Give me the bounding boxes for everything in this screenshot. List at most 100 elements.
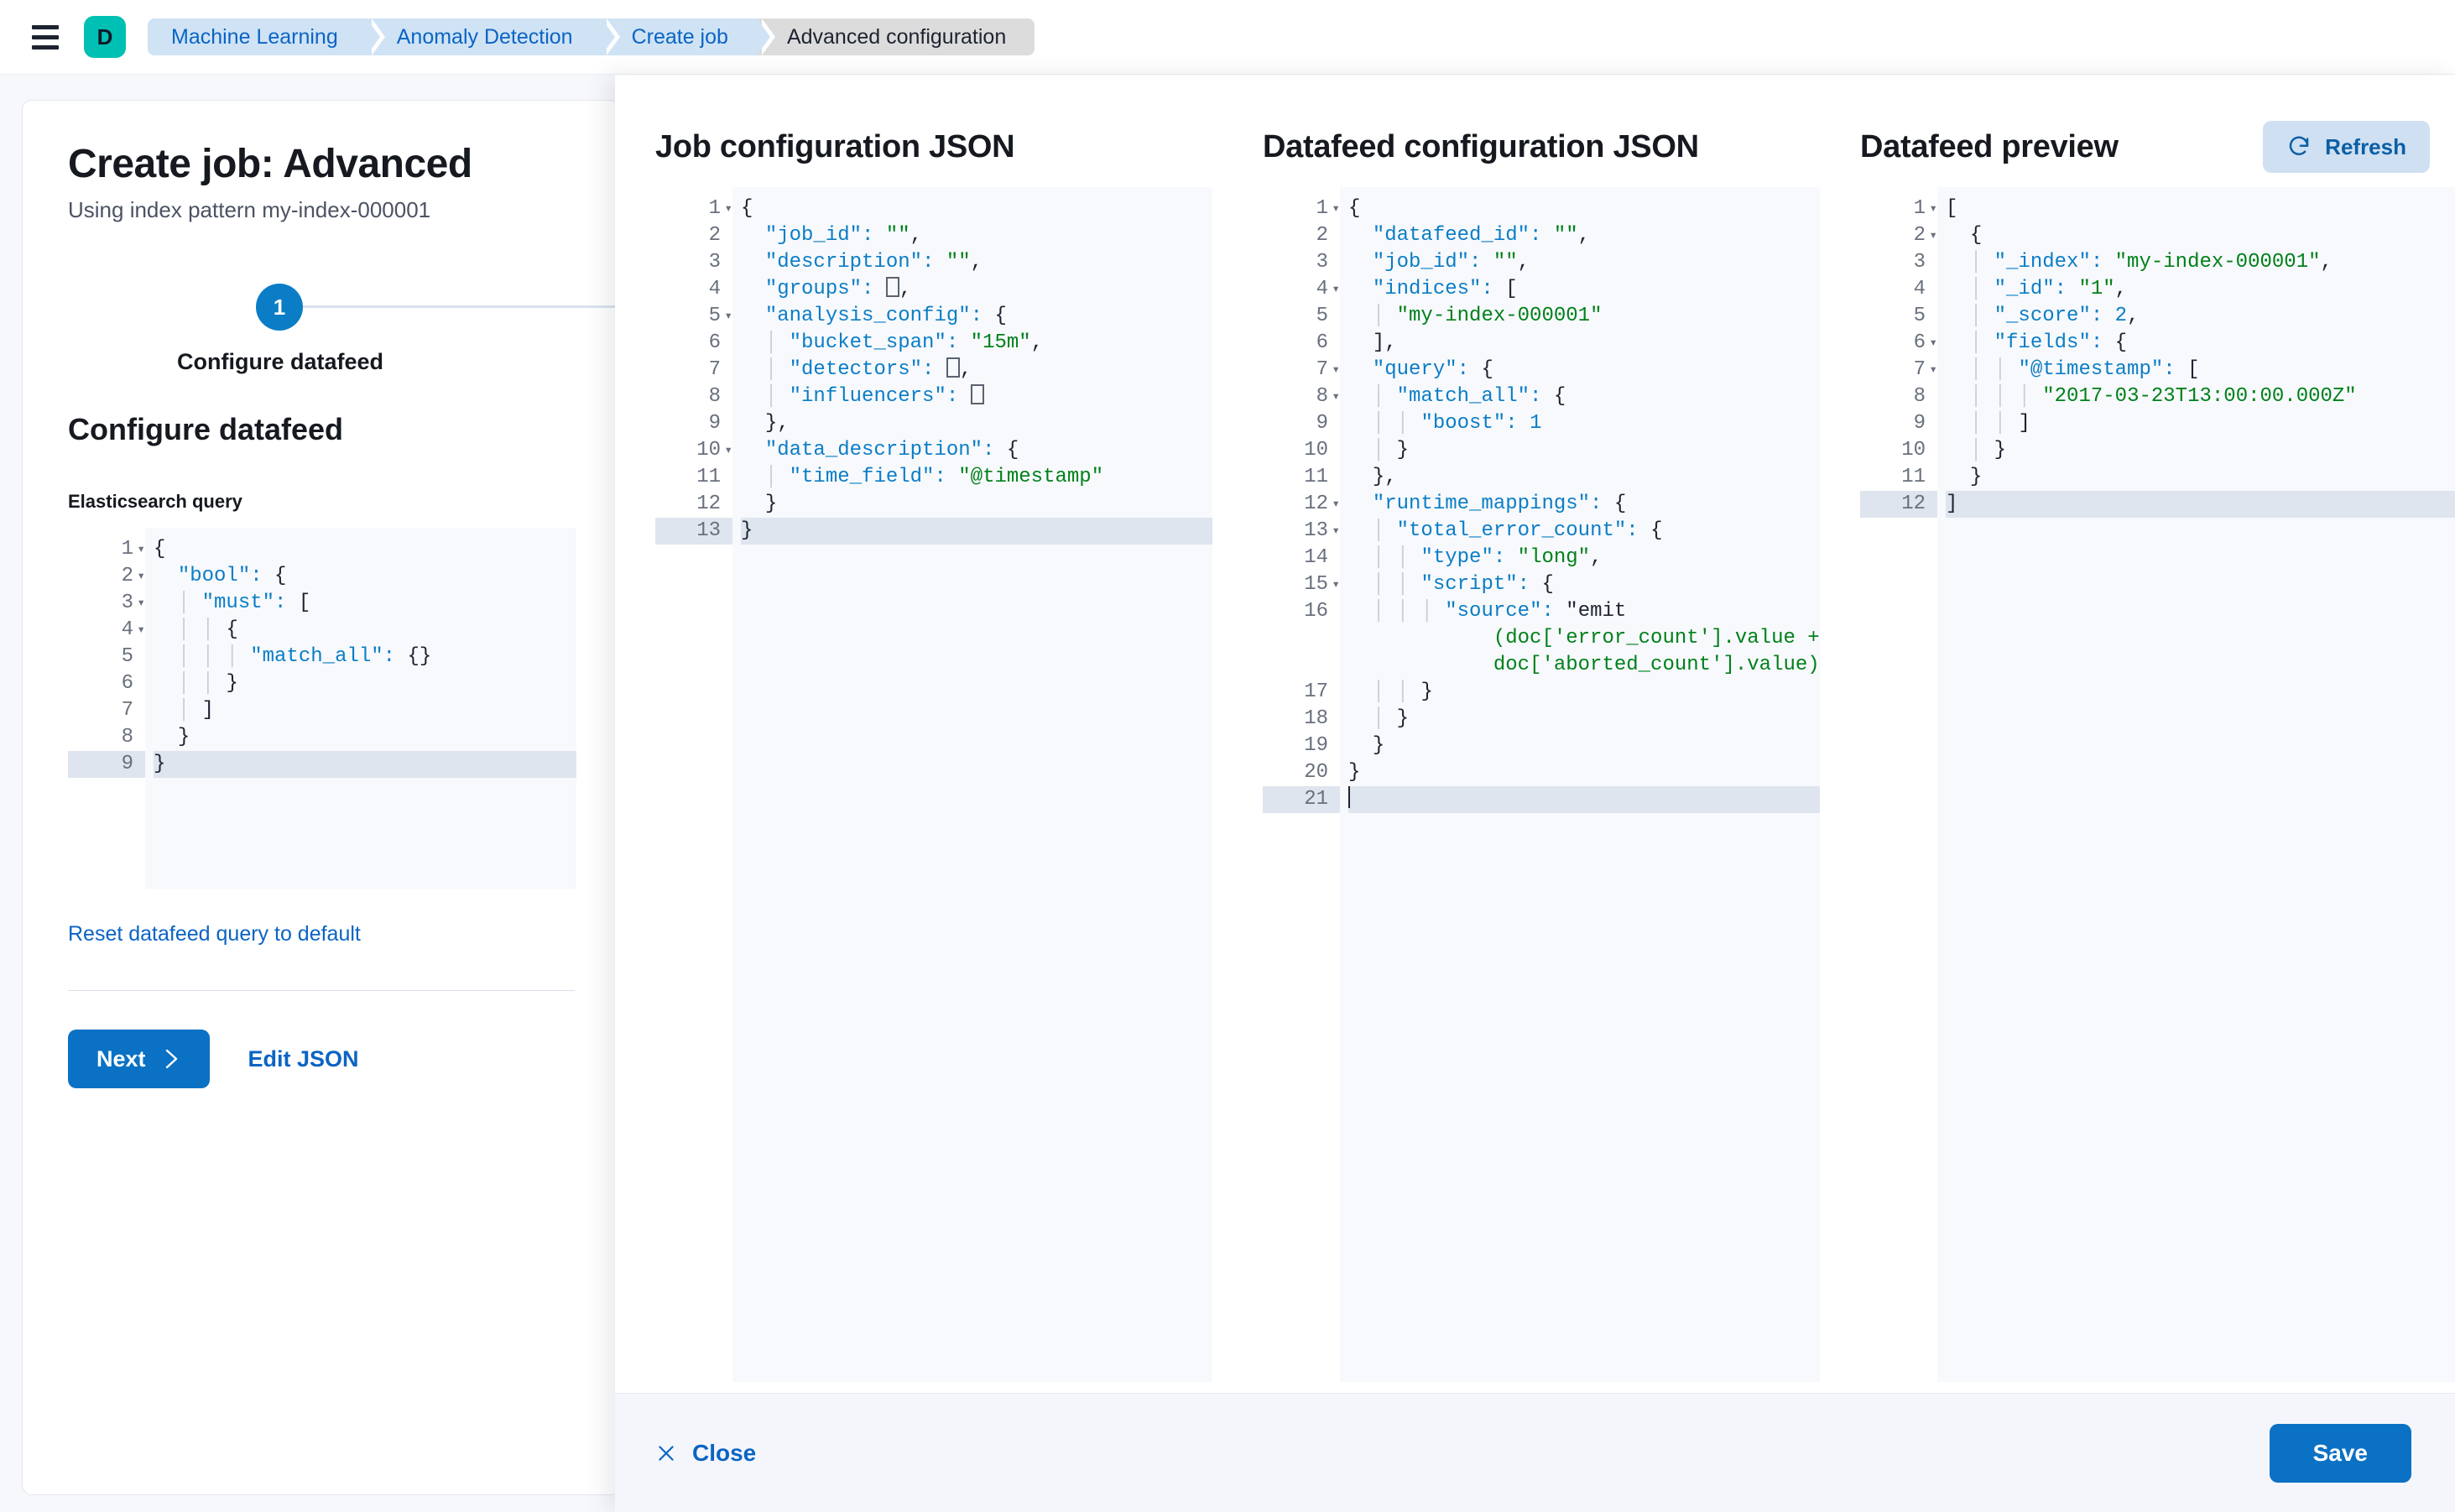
code-line[interactable]: }, [1372,466,1397,488]
code-line[interactable] [1348,786,1820,813]
code-line[interactable]: │ "_index": "my-index-000001", [1969,251,2333,274]
code-line[interactable]: } [177,726,190,748]
code-line[interactable]: │ "_score": 2, [1969,305,2140,327]
code-line[interactable]: │ } [1372,439,1410,461]
code-line[interactable]: │ ] [177,699,215,722]
code-line[interactable]: │ "my-index-000001" [1372,305,1603,327]
code-line[interactable]: "job_id": "", [1372,251,1530,274]
editor-code[interactable]: { "bool": { │ "must": [ │ │ { │ │ │ "mat… [145,528,576,889]
code-line[interactable]: "indices": [ [1372,278,1518,300]
page-title: Create job: Advanced [68,142,472,186]
code-line[interactable]: │ │ "boost": 1 [1372,412,1542,435]
code-line[interactable]: │ │ "script": { [1372,573,1554,596]
hamburger-icon[interactable] [27,18,64,55]
line-number: 7 [708,358,721,381]
save-button[interactable]: Save [2269,1423,2411,1483]
line-number: 8▾ [1316,385,1340,408]
code-line[interactable]: │ "must": [ [177,592,311,614]
next-button[interactable]: Next [68,1030,210,1088]
code-line[interactable]: [ [1946,197,1958,220]
code-line[interactable]: │ │ │ "2017-03-23T13:00:00.000Z" [1969,385,2357,408]
code-line[interactable]: │ } [1969,439,2007,461]
code-line[interactable]: │ "bucket_span": "15m", [764,331,1044,354]
code-line[interactable]: ] [1946,491,2455,518]
code-line[interactable]: │ "fields": { [1969,331,2128,354]
line-number: 13 [655,518,732,545]
app-logo[interactable]: D [84,16,126,58]
reset-datafeed-query-link[interactable]: Reset datafeed query to default [68,922,361,946]
code-line[interactable]: { [154,538,166,560]
editor-code[interactable]: [ { │ "_index": "my-index-000001", │ "_i… [1937,187,2455,1382]
line-number: 3▾ [121,592,145,614]
code-line[interactable]: "query": { [1372,358,1493,381]
code-line[interactable]: │ │ │ "match_all": {} [177,645,432,668]
editor-code[interactable]: { "job_id": "", "description": "", "grou… [732,187,1212,1382]
code-line[interactable]: │ "detectors": , [764,357,972,381]
breadcrumb-item-2[interactable]: Create job [601,18,776,55]
code-line[interactable]: │ │ } [177,672,238,695]
code-line[interactable]: │ "time_field": "@timestamp" [764,466,1104,488]
code-line[interactable]: { [1969,224,1983,247]
code-line[interactable]: │ │ │ "source": "emit (doc['error_count'… [1348,600,1820,676]
code-line[interactable]: │ │ } [1372,680,1433,703]
code-line[interactable]: │ "_id": "1", [1969,278,2128,300]
code-line[interactable]: │ │ "@timestamp": [ [1969,358,2200,381]
code-line[interactable]: "job_id": "", [764,224,923,247]
step-1-circle[interactable]: 1 [256,284,303,331]
line-number: 21 [1263,786,1340,813]
edit-json-button[interactable]: Edit JSON [248,1045,359,1071]
code-line[interactable]: } [741,518,1212,545]
code-line[interactable]: }, [764,412,790,435]
code-line[interactable]: } [1348,761,1361,784]
code-line[interactable]: │ │ ] [1969,412,2030,435]
code-line[interactable]: { [1348,197,1361,220]
refresh-button[interactable]: Refresh [2263,121,2430,173]
breadcrumb-item-0[interactable]: Machine Learning [148,18,385,55]
code-line[interactable]: "analysis_config": { [764,305,1007,327]
code-line[interactable]: } [154,751,576,778]
code-line[interactable]: │ } [1372,707,1410,730]
line-number: 5 [1913,305,1926,327]
close-button[interactable]: Close [655,1440,756,1467]
line-number: 2 [1316,224,1328,247]
code-line[interactable]: "bool": { [177,565,287,587]
code-line[interactable]: } [1969,466,1983,488]
code-line[interactable]: } [1372,734,1385,757]
code-line[interactable]: ], [1372,331,1397,354]
line-number: 7▾ [1316,358,1340,381]
code-line[interactable]: "groups": , [764,277,912,300]
code-line[interactable]: │ │ { [177,618,238,641]
line-number: 11 [696,466,721,488]
line-number: 6 [708,331,721,354]
line-number: 3 [708,251,721,274]
line-number: 11 [1304,466,1328,488]
code-line[interactable]: { [741,197,753,220]
code-line[interactable]: } [764,493,778,515]
line-number: 9 [1316,412,1328,435]
line-number: 11 [1901,466,1926,488]
line-number: 12 [1860,491,1937,518]
code-line[interactable]: │ │ "type": "long", [1372,546,1603,569]
code-line[interactable]: "description": "", [764,251,983,274]
code-line[interactable]: │ "total_error_count": { [1372,519,1663,542]
editor-code[interactable]: { "datafeed_id": "", "job_id": "", "indi… [1340,187,1820,1382]
breadcrumb-item-1[interactable]: Anomaly Detection [366,18,620,55]
datafeed-configuration-title: Datafeed configuration JSON [1263,128,1699,164]
line-number: 17 [1304,680,1328,703]
section-title: Configure datafeed [68,412,344,446]
code-line[interactable]: │ "influencers": [741,383,1212,410]
code-line[interactable]: "runtime_mappings": { [1372,493,1627,515]
line-number: 3 [1913,251,1926,274]
code-line[interactable]: │ "match_all": { [1372,385,1566,408]
create-job-card: Create job: Advanced Using index pattern… [22,100,621,1495]
code-line[interactable]: "datafeed_id": "", [1372,224,1591,247]
code-line[interactable]: "data_description": { [764,439,1019,461]
